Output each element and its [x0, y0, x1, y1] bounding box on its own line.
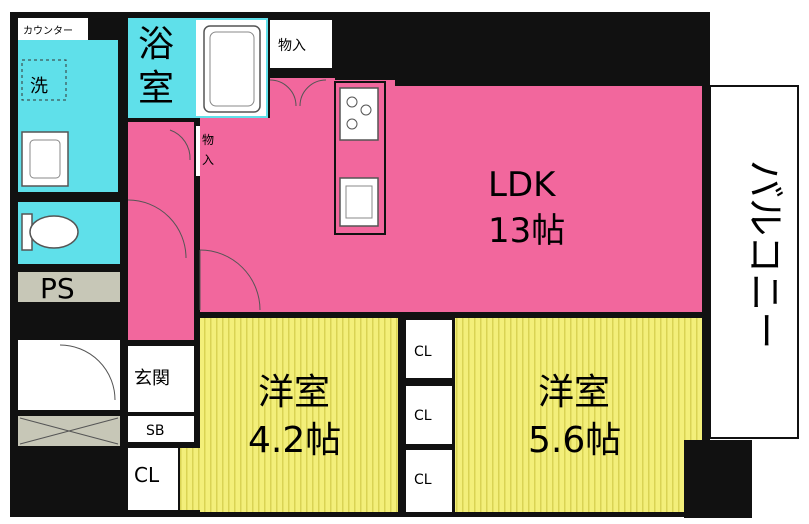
storage-mid-label-line2: 入: [202, 153, 214, 167]
bathtub-icon: [203, 25, 261, 113]
door-swing-icon: [59, 79, 327, 401]
toilet-icon: [21, 213, 79, 251]
hall-area: [128, 122, 194, 340]
closet-3: [406, 450, 452, 512]
storage-top-area: [270, 20, 332, 68]
balcony-label: バルコニー: [743, 160, 787, 349]
porch-area: [18, 340, 120, 410]
balcony-area: [709, 85, 799, 439]
closet-2-label: CL: [414, 408, 432, 424]
entrance-area: [128, 346, 194, 412]
ldk-size-label: 13帖: [488, 211, 565, 251]
bath-label-line2: 室: [138, 68, 174, 109]
closet-3-label: CL: [414, 472, 432, 488]
stove-icon: [339, 87, 379, 141]
washbasin-icon: [21, 131, 69, 187]
sink-icon: [339, 177, 379, 227]
bedroom-1-area: [200, 318, 398, 512]
counter-area: [18, 18, 88, 40]
bedroom-1-size-label: 4.2帖: [248, 420, 341, 461]
storage-top-label: 物入: [278, 38, 306, 54]
closet-4: [128, 448, 178, 510]
shoebox-area: [128, 416, 194, 442]
closet-2: [406, 386, 452, 444]
entrance-label: 玄関: [134, 368, 170, 389]
closet-1: [406, 320, 452, 378]
ldk-name-label: LDK: [488, 165, 557, 205]
closet-1-label: CL: [414, 344, 432, 360]
ps-label: PS: [40, 272, 75, 305]
balcony-corner: [684, 440, 752, 518]
bedroom-2-name-label: 洋室: [538, 372, 610, 413]
bedroom-1-name-label: 洋室: [258, 372, 330, 413]
storage-mid-label-line1: 物: [202, 133, 214, 147]
ps-area: [18, 272, 120, 302]
bedroom-2-size-label: 5.6帖: [528, 420, 621, 461]
closet-4-doors: [180, 448, 200, 510]
closet-4-label: CL: [134, 463, 160, 487]
bath-label-line1: 浴: [138, 24, 174, 65]
wash-label: 洗: [30, 76, 48, 97]
ldk-area: [200, 78, 702, 312]
bedroom-2-area: [455, 318, 702, 512]
shoebox-label: SB: [146, 423, 165, 439]
counter-label: カウンター: [23, 25, 73, 37]
